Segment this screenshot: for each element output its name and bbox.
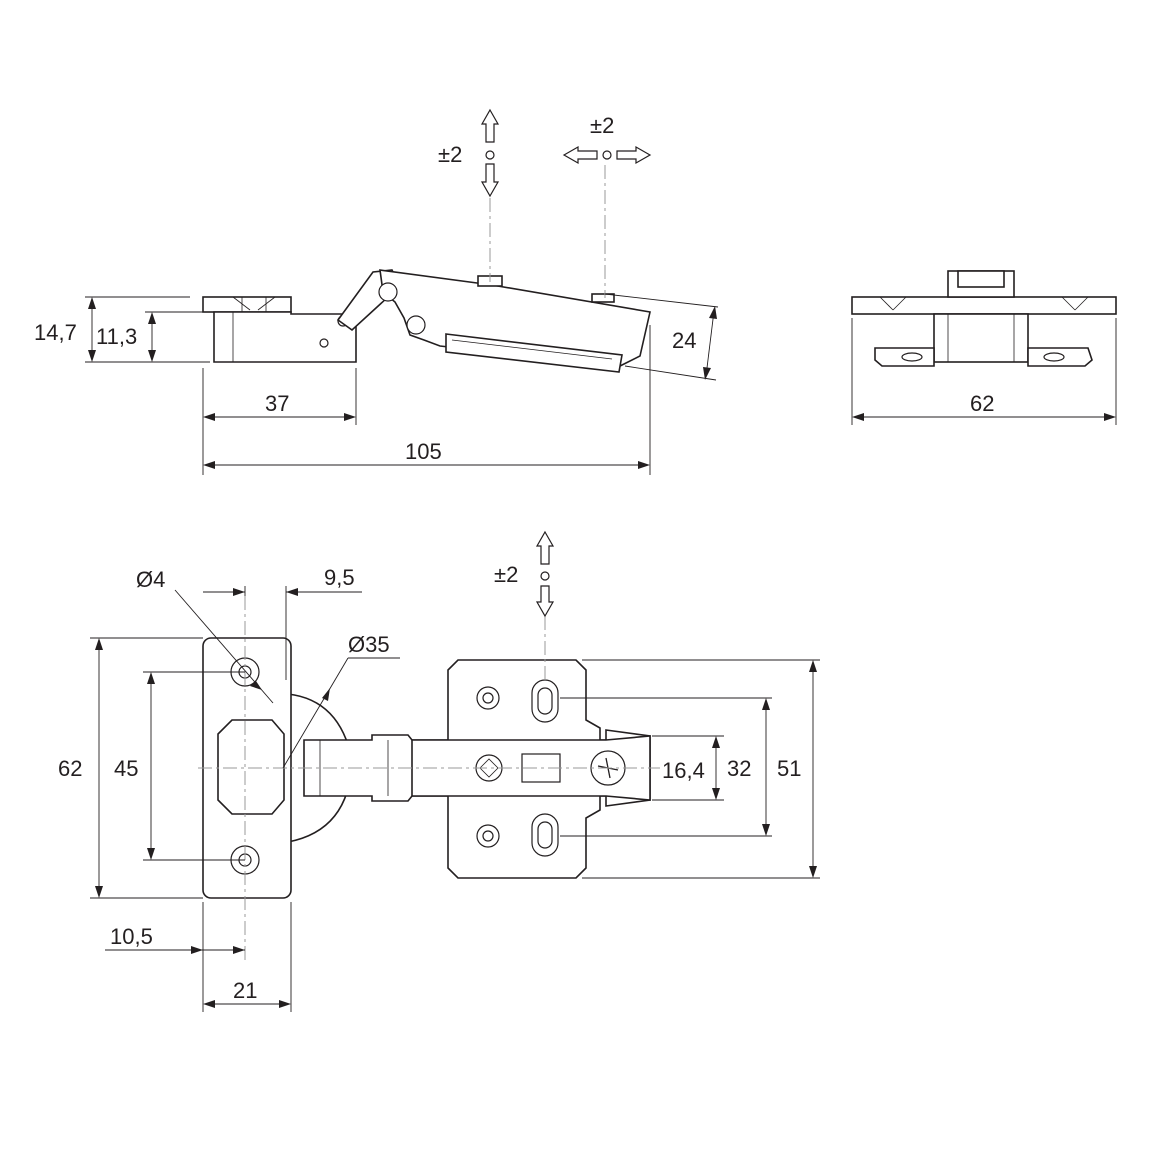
dim-side-total-length: 105	[405, 439, 442, 464]
dim-side-cup-length: 37	[265, 391, 289, 416]
side-cup-flange	[202, 296, 292, 313]
plan-cup-recess	[217, 719, 285, 815]
end-arm-body	[933, 313, 1029, 363]
adjust-right-arrow-icon	[616, 145, 652, 165]
side-view: ±2 ±2 14,7 11,3 37 105 24	[34, 108, 719, 475]
dim-cup-diameter: Ø35	[348, 632, 390, 657]
plan-view: ±2 Ø4 9,5 Ø35 62 45 10,5	[58, 530, 820, 1012]
dim-hole-offset: 9,5	[324, 565, 355, 590]
dim-hole-spacing: 45	[114, 756, 138, 781]
side-cup-body	[213, 311, 357, 363]
adjust-left-arrow-icon	[562, 145, 598, 165]
dim-side-height-total: 14,7	[34, 320, 77, 345]
end-cup-flange	[851, 296, 1117, 315]
dim-cup-plate-width: 21	[233, 978, 257, 1003]
dim-slot-width: 16,4	[662, 758, 705, 783]
dim-side-height-arm: 11,3	[96, 324, 137, 349]
plan-adjust-down-arrow-icon	[535, 585, 555, 618]
plan-adjust-up-arrow-icon	[535, 530, 555, 565]
end-view: 62	[851, 270, 1117, 425]
adjust-down-arrow-icon	[480, 163, 500, 198]
adjust-horizontal-label: ±2	[590, 113, 614, 138]
side-mount-plate	[445, 333, 623, 373]
dim-plate-height-mount: 51	[777, 756, 801, 781]
dim-end-width: 62	[970, 391, 994, 416]
side-depth-screw	[591, 293, 615, 303]
dim-cup-offset: 10,5	[110, 924, 153, 949]
dim-side-arm-height: 24	[672, 328, 696, 353]
dim-plate-slot-spacing: 32	[727, 756, 751, 781]
dim-hole-diameter: Ø4	[136, 567, 165, 592]
adjust-vertical-label: ±2	[438, 142, 462, 167]
dim-plate-height: 62	[58, 756, 82, 781]
plan-adjust-label: ±2	[494, 562, 518, 587]
adjust-up-arrow-icon	[480, 108, 500, 143]
